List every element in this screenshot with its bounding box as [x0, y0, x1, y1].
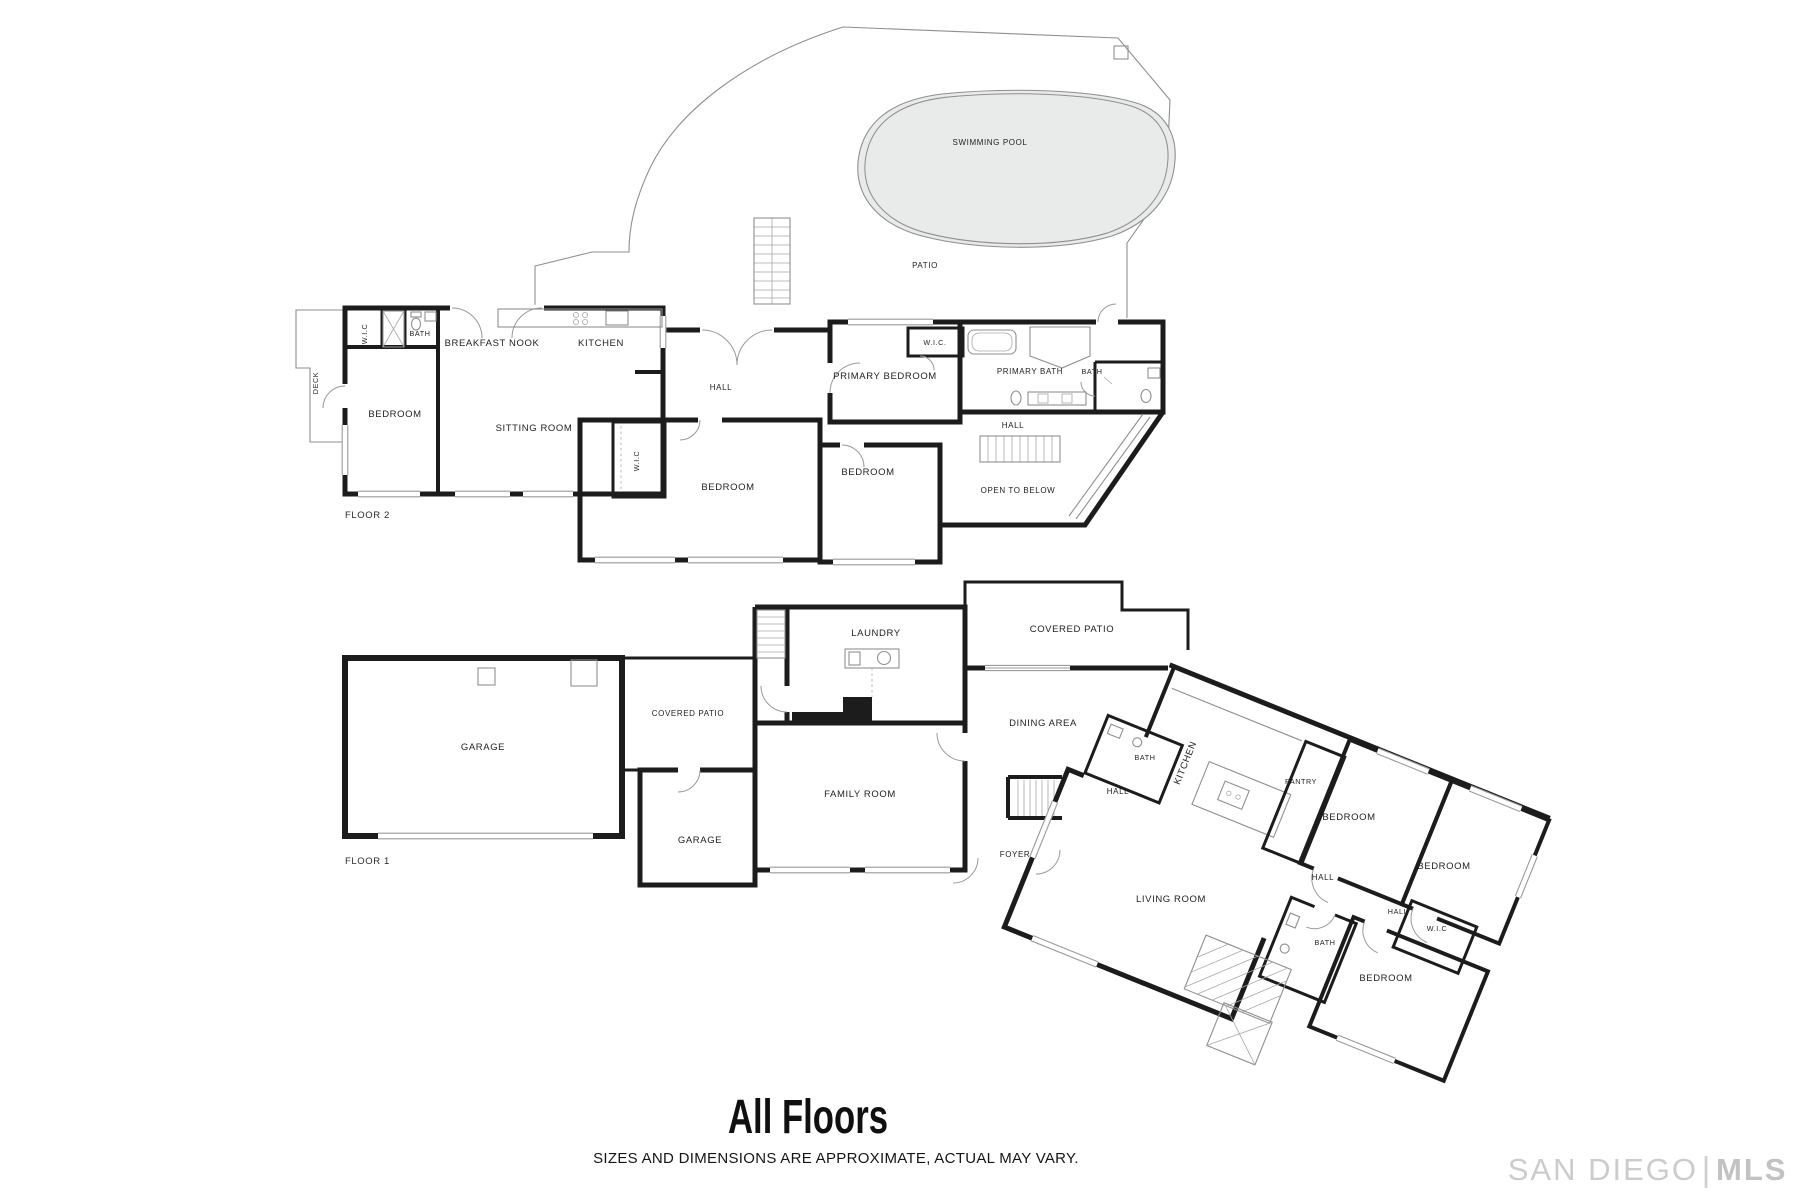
covered-patio-right-label: COVERED PATIO — [1030, 624, 1115, 635]
patio-label: PATIO — [912, 261, 938, 270]
disclaimer: SIZES AND DIMENSIONS ARE APPROXIMATE, AC… — [593, 1150, 1079, 1167]
outdoor-stairs — [753, 217, 791, 305]
wic1-label: W.I.C — [1427, 924, 1448, 933]
watermark: SAN DIEGO | MLS — [1508, 1151, 1787, 1189]
wic-left-label: W.I.C — [360, 324, 369, 345]
floor2-labels: DECK W.I.C BATH BEDROOM BREAKFAST NOOK K… — [311, 324, 1102, 521]
floor2-windows — [341, 316, 933, 566]
floor1-tag: FLOOR 1 — [345, 856, 390, 867]
floor1-wing — [1001, 662, 1552, 1084]
floor1-core-windows — [378, 664, 1070, 874]
wic-primary-label: W.I.C. — [923, 338, 946, 347]
bath-hall-label: BATH — [1134, 753, 1155, 762]
bath-right-label: BATH — [1081, 367, 1102, 376]
sitting-room-label: SITTING ROOM — [496, 423, 573, 434]
bath-left-label: BATH — [409, 329, 430, 338]
watermark-brand: SAN DIEGO — [1508, 1152, 1698, 1187]
swimming-pool-label: SWIMMING POOL — [953, 138, 1028, 147]
pantry-label: PANTRY — [1285, 777, 1317, 786]
garage-label: GARAGE — [461, 742, 505, 753]
kitchen2-label: KITCHEN — [578, 338, 624, 349]
covered-patio-label: COVERED PATIO — [652, 709, 724, 718]
breakfast-nook-label: BREAKFAST NOOK — [445, 338, 540, 349]
hall-small-label: HALL — [1388, 907, 1408, 916]
footer: All Floors SIZES AND DIMENSIONS ARE APPR… — [593, 1091, 1079, 1167]
family-room-label: FAMILY ROOM — [824, 789, 896, 800]
bedroom-e-label: BEDROOM — [1417, 861, 1470, 872]
wic-center-label: W.I.C — [632, 451, 641, 472]
floor2-fixtures — [382, 308, 1161, 406]
garage-small-label: GARAGE — [678, 835, 722, 846]
laundry-label: LAUNDRY — [851, 628, 900, 639]
floor2-walls — [295, 305, 1166, 565]
primary-bath-label: PRIMARY BATH — [997, 367, 1063, 376]
open-to-below-label: OPEN TO BELOW — [981, 486, 1056, 495]
hall1-label: HALL — [1107, 787, 1129, 796]
bedroom-center-label: BEDROOM — [701, 482, 754, 493]
foyer-label: FOYER — [1000, 850, 1031, 859]
primary-bedroom-label: PRIMARY BEDROOM — [833, 371, 937, 382]
living-room-label: LIVING ROOM — [1136, 894, 1206, 905]
bath-small-label: BATH — [1314, 938, 1335, 947]
swimming-pool — [857, 89, 1176, 248]
floor2-tag: FLOOR 2 — [345, 510, 390, 521]
deck-label: DECK — [311, 372, 320, 394]
hall-right-label: HALL — [1002, 421, 1024, 430]
dining-area-label: DINING AREA — [1009, 718, 1077, 729]
hall2-label: HALL — [710, 383, 732, 392]
bedroom-s-label: BEDROOM — [1359, 973, 1412, 984]
bedroom-right-label: BEDROOM — [841, 467, 894, 478]
floor1-core-doors — [677, 685, 1061, 884]
watermark-suffix: MLS — [1716, 1152, 1787, 1187]
watermark-divider: | — [1702, 1151, 1711, 1189]
bedroom-left-label: BEDROOM — [368, 409, 421, 420]
floor1-labels: GARAGE COVERED PATIO GARAGE LAUNDRY FAMI… — [345, 624, 1470, 984]
hall-mid-label: HALL — [1312, 873, 1334, 882]
floor2-doors — [322, 303, 1118, 468]
page-title: All Floors — [728, 1091, 888, 1144]
bedroom-ne-label: BEDROOM — [1322, 812, 1375, 823]
